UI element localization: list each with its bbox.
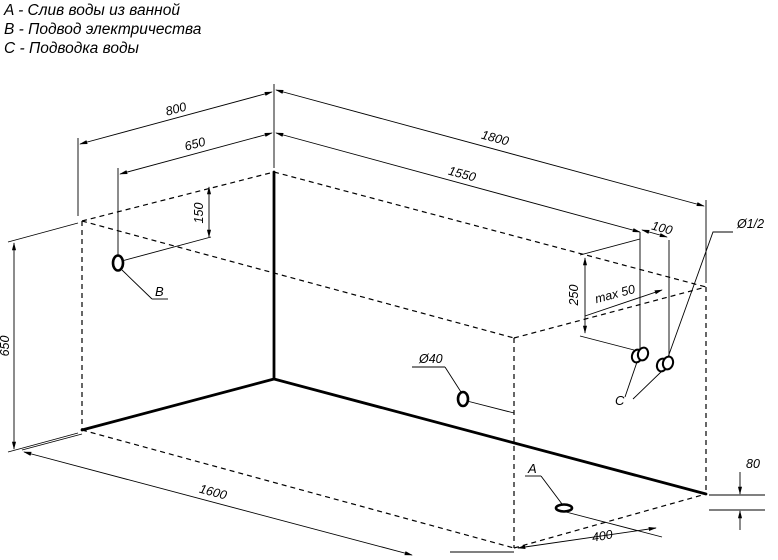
dimension-label-250: 250	[567, 285, 581, 307]
dimension-label-100: 100	[650, 219, 674, 238]
bathtub-outline	[81, 171, 707, 549]
dimension-label-max-50: max 50	[593, 282, 636, 306]
dimension-label-80: 80	[746, 457, 760, 471]
overflow-diameter-40: Ø40	[412, 352, 515, 414]
dimension-650-left: 650	[0, 222, 79, 453]
dimension-label-diameter-40: Ø40	[418, 352, 443, 366]
legend-item-c: C - Подводка воды	[4, 40, 139, 57]
dimension-max-50: max 50	[584, 282, 663, 317]
dimension-label-650-top: 650	[183, 135, 207, 154]
dimension-150: 150	[117, 186, 212, 263]
dimension-400: 400	[517, 511, 663, 549]
dimension-250: 250	[567, 238, 641, 351]
dimension-80: 80	[709, 457, 765, 530]
dimension-650-top: 650	[117, 132, 273, 262]
dimension-label-150: 150	[192, 203, 206, 224]
dimension-label-800: 800	[164, 100, 188, 119]
dimension-label-1800: 1800	[480, 128, 511, 149]
dimension-1600: 1600	[21, 433, 514, 556]
drain-outlet: A	[525, 461, 574, 513]
dimension-1550: 1550	[275, 132, 641, 233]
water-supply-pipes	[630, 346, 675, 373]
dimension-diameter-half: Ø1/2	[666, 217, 764, 361]
marker-b-label: B	[155, 284, 164, 299]
dimension-800: 800	[77, 84, 275, 216]
dimension-label-1550: 1550	[447, 164, 478, 185]
marker-a-label: A	[527, 461, 537, 476]
dimension-label-diameter-half: Ø1/2	[736, 217, 764, 231]
marker-c: C	[615, 361, 663, 408]
dimension-label-650-left: 650	[0, 336, 12, 357]
dimension-100: 100	[639, 219, 674, 360]
dimension-label-1600: 1600	[198, 482, 229, 503]
legend-item-a: A - Слив воды из ванной	[4, 2, 180, 19]
electricity-outlet: B	[111, 254, 168, 300]
dimension-1800: 1800	[275, 89, 707, 283]
wall-outline	[80, 170, 708, 496]
legend-item-b: B - Подвод электричества	[4, 21, 202, 38]
marker-c-label: C	[615, 393, 625, 408]
dimension-label-400: 400	[591, 527, 614, 544]
legend: A - Слив воды из ванной B - Подвод элект…	[4, 1, 201, 58]
